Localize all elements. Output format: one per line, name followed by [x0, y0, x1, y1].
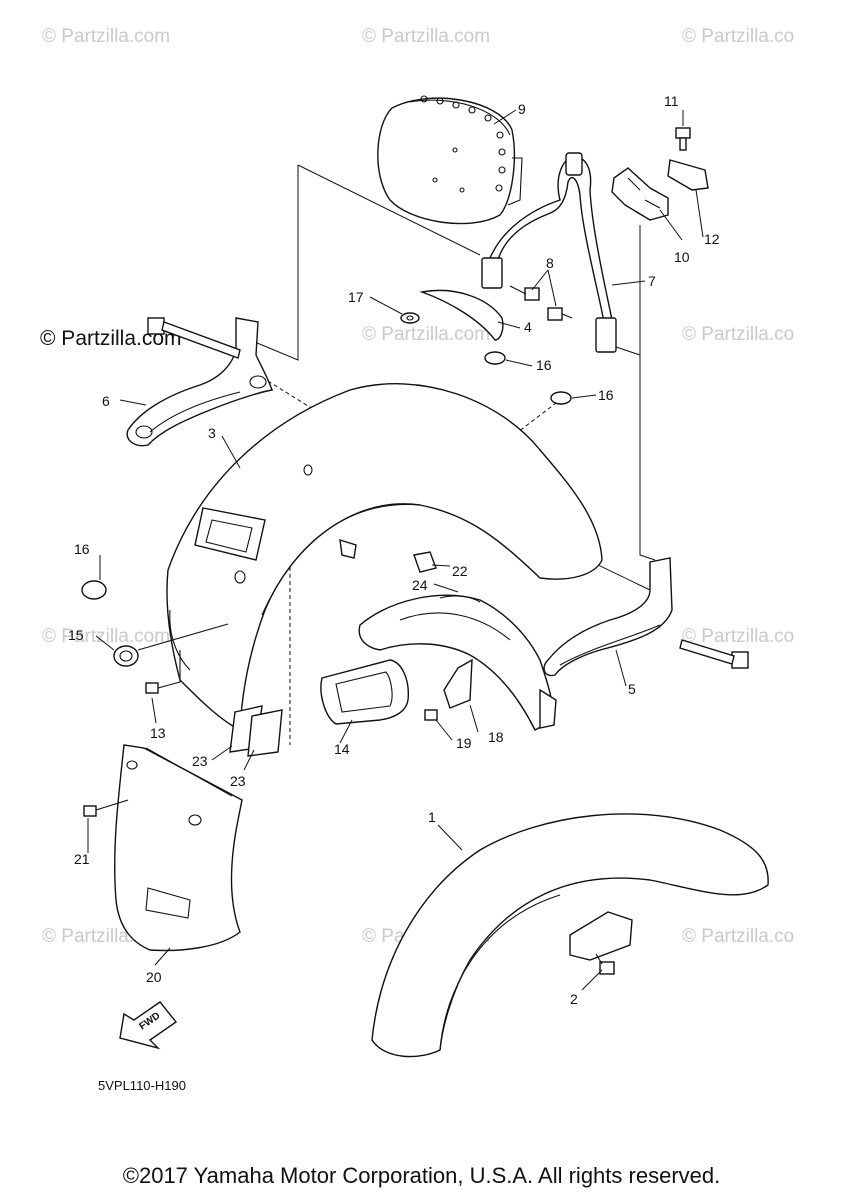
watermark: © Partzilla.co	[682, 26, 794, 47]
washer	[400, 312, 420, 324]
decals-23	[229, 705, 283, 757]
callout-12: 12	[704, 231, 720, 247]
fwd-arrow: FWD	[119, 1001, 178, 1050]
callout-23: 23	[192, 753, 208, 769]
watermark: © Partzilla.co	[682, 324, 794, 345]
callout-21: 21	[74, 851, 90, 867]
watermark: © Partzilla.com	[362, 26, 490, 47]
callout-5: 5	[628, 681, 636, 697]
copyright-notice: ©2017 Yamaha Motor Corporation, U.S.A. A…	[122, 1163, 721, 1188]
inner-fender	[358, 594, 557, 731]
callout-18: 18	[488, 729, 504, 745]
plate-bracket	[83, 744, 243, 952]
callout-1: 1	[428, 809, 436, 825]
callout-15: 15	[68, 627, 84, 643]
watermark: © Partzilla.co	[682, 626, 794, 647]
bolt-13	[145, 650, 181, 694]
callout-23: 23	[230, 773, 246, 789]
callout-leaders	[87, 109, 704, 991]
backrest-pad	[377, 95, 523, 225]
callout-numbers: 9 11 12 10 8 7 17 4 16 16 6 3 16 22 24 1…	[68, 93, 720, 1007]
callout-10: 10	[674, 249, 690, 265]
callout-6: 6	[102, 393, 110, 409]
watermark: © Partzilla.com	[42, 26, 170, 47]
watermark: © Partzilla.com	[42, 626, 170, 647]
callout-16: 16	[74, 541, 90, 557]
trim-strip	[419, 289, 504, 341]
watermark: © Partzilla.co	[682, 926, 794, 947]
grommets	[81, 351, 572, 600]
watermark: © Partzilla.com	[40, 327, 182, 350]
callout-17: 17	[348, 289, 364, 305]
callout-16: 16	[598, 387, 614, 403]
small-parts	[413, 551, 481, 721]
callout-2: 2	[570, 991, 578, 1007]
callout-16: 16	[536, 357, 552, 373]
callout-19: 19	[456, 735, 472, 751]
callout-7: 7	[648, 273, 656, 289]
reflector	[320, 659, 409, 725]
callout-22: 22	[452, 563, 468, 579]
callout-20: 20	[146, 969, 162, 985]
callout-11: 11	[664, 93, 679, 109]
left-stay	[126, 317, 273, 447]
callout-14: 14	[334, 741, 350, 757]
bolt-11	[675, 110, 691, 151]
rear-fender	[166, 383, 603, 732]
callout-8: 8	[546, 255, 554, 271]
front-fender	[371, 813, 769, 1058]
callout-3: 3	[208, 425, 216, 441]
grommet-15	[113, 623, 229, 667]
callout-13: 13	[150, 725, 166, 741]
callout-24: 24	[412, 577, 428, 593]
watermark: © Partzilla.com	[362, 324, 490, 345]
callout-4: 4	[524, 319, 532, 335]
stay-bolt-left	[147, 317, 241, 359]
diagram-code: 5VPL110-H190	[98, 1078, 186, 1093]
backrest-frame	[481, 152, 617, 353]
bracket	[611, 159, 709, 221]
callout-9: 9	[518, 101, 526, 117]
right-stay	[543, 557, 749, 677]
bolts-8	[509, 285, 573, 321]
